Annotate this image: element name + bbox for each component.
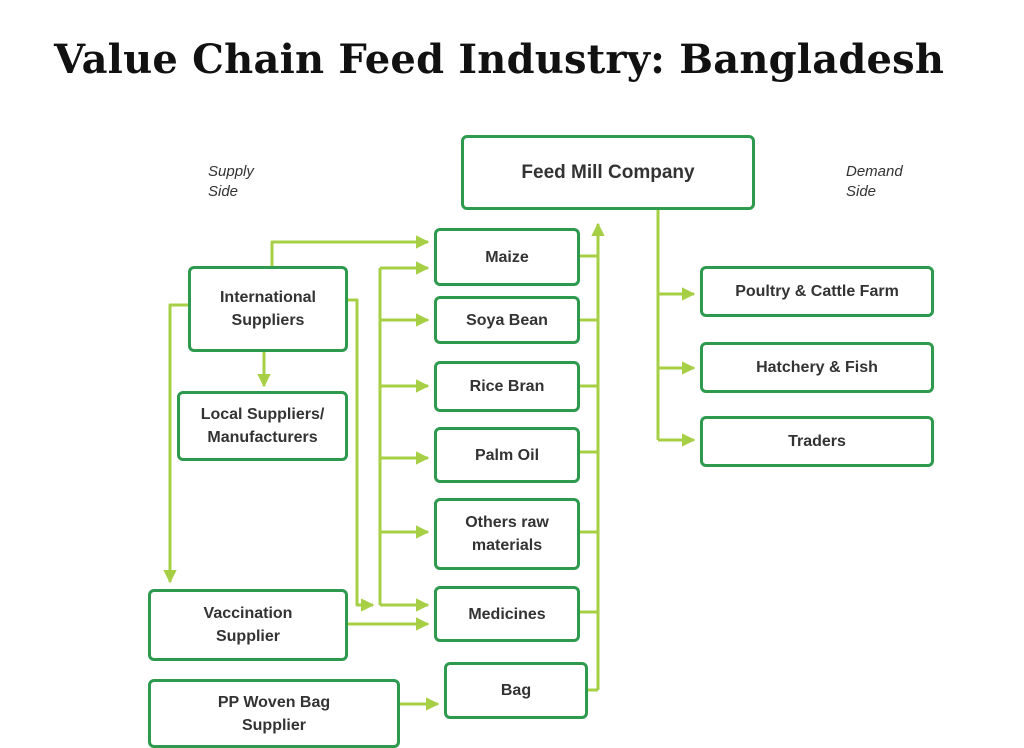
- node-soya-bean: Soya Bean: [434, 296, 580, 344]
- node-medicines: Medicines: [434, 586, 580, 642]
- node-rice-bran: Rice Bran: [434, 361, 580, 412]
- arrow-international-to-maize: [270, 235, 430, 268]
- node-poultry-cattle-farm: Poultry & Cattle Farm: [700, 266, 934, 317]
- arrow-international-to-vaccination: [163, 303, 188, 584]
- node-local-suppliers: Local Suppliers/Manufacturers: [177, 391, 348, 461]
- node-feed-mill-company: Feed Mill Company: [461, 135, 755, 210]
- page-title: Value Chain Feed Industry: Bangladesh: [54, 36, 945, 83]
- node-palm-oil: Palm Oil: [434, 427, 580, 483]
- node-bag: Bag: [444, 662, 588, 719]
- node-maize: Maize: [434, 228, 580, 286]
- node-hatchery-fish: Hatchery & Fish: [700, 342, 934, 393]
- arrow-international-to-medicines: [348, 298, 375, 612]
- node-traders: Traders: [700, 416, 934, 467]
